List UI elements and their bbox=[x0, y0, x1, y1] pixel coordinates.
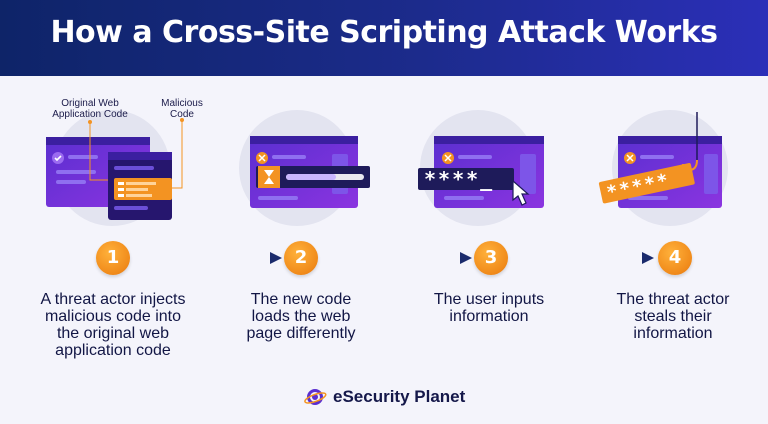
original-code-label-line2: Application Code bbox=[52, 109, 128, 120]
password-mask-input: ****_ bbox=[424, 167, 494, 191]
hourglass-icon bbox=[264, 170, 274, 184]
step-1-line-4: application code bbox=[55, 342, 171, 359]
brand-name: eSecurity Planet bbox=[333, 387, 466, 406]
planet-logo-icon bbox=[304, 389, 327, 405]
step-3-description: The user inputs information bbox=[394, 291, 584, 325]
step1-malicious-window bbox=[108, 152, 172, 220]
step-1-badge: 1 bbox=[96, 241, 130, 275]
step-4-line-2: steals their bbox=[634, 308, 712, 325]
step-4-line-3: information bbox=[633, 325, 713, 342]
step-3-badge: 3 bbox=[474, 241, 508, 275]
step-2-line-1: The new code bbox=[250, 291, 352, 308]
arrow-2-to-3 bbox=[324, 252, 472, 264]
step-1-line-3: the original web bbox=[56, 325, 170, 342]
step-3-line-2: information bbox=[449, 308, 529, 325]
original-code-callout-line bbox=[89, 122, 108, 181]
arrow-3-to-4 bbox=[510, 252, 654, 264]
malicious-code-callout-line bbox=[172, 120, 183, 189]
step3-password-field: ****_ bbox=[418, 167, 514, 191]
original-code-label-line1: Original Web bbox=[61, 98, 119, 109]
step-2-line-2: loads the web bbox=[251, 308, 351, 325]
mouse-cursor-icon bbox=[512, 179, 530, 206]
arrow-1-to-2 bbox=[134, 252, 282, 264]
step-2-description: The new code loads the web page differen… bbox=[206, 291, 396, 342]
step-1-line-1: A threat actor injects bbox=[40, 291, 186, 308]
step-4-description: The threat actor steals their informatio… bbox=[578, 291, 768, 342]
step2-loading-bar bbox=[256, 166, 370, 188]
page-title: How a Cross-Site Scripting Attack Works bbox=[50, 15, 718, 50]
step-4-line-1: The threat actor bbox=[616, 291, 730, 308]
step-3-line-1: The user inputs bbox=[433, 291, 545, 308]
step-1-line-2: malicious code into bbox=[44, 308, 182, 325]
malicious-code-label-line1: Malicious bbox=[161, 98, 203, 109]
title-banner: How a Cross-Site Scripting Attack Works bbox=[0, 0, 768, 76]
brand-logo: eSecurity Planet bbox=[303, 384, 465, 410]
step-1-description: A threat actor injects malicious code in… bbox=[18, 291, 208, 359]
step-2-badge: 2 bbox=[284, 241, 318, 275]
step-2-line-3: page differently bbox=[246, 325, 356, 342]
malicious-code-label-line2: Code bbox=[170, 109, 194, 120]
step-4-badge: 4 bbox=[658, 241, 692, 275]
